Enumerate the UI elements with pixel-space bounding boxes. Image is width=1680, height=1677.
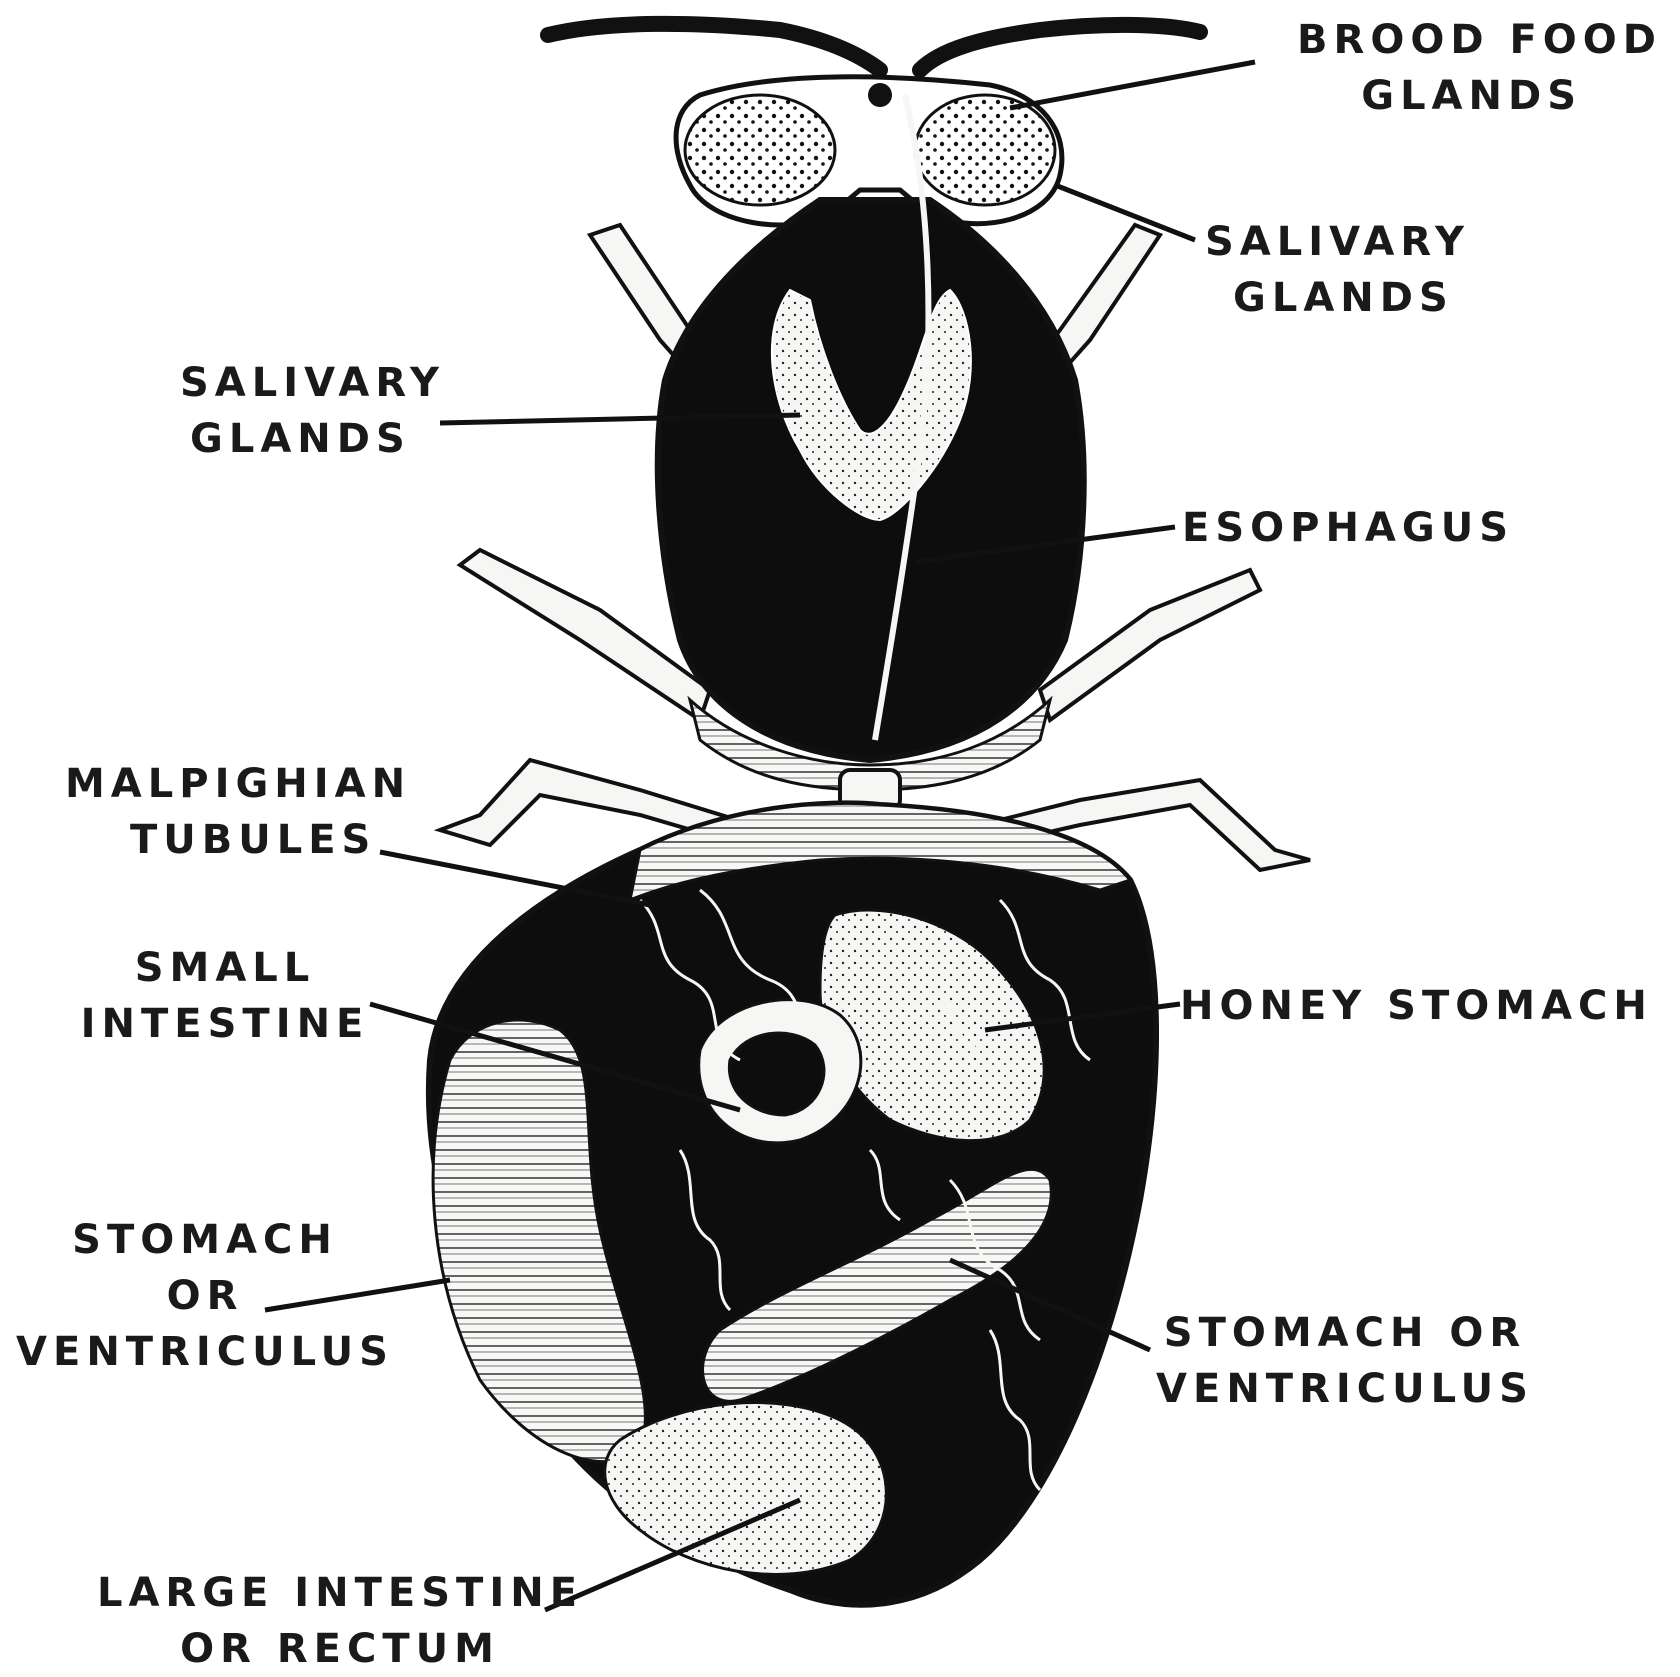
label-esophagus: ESOPHAGUS	[1182, 500, 1514, 556]
label-brood-food-glands: BROOD FOOD GLANDS	[1262, 12, 1662, 124]
rectum	[605, 1403, 887, 1575]
label-stomach-left: STOMACH OR VENTRICULUS	[15, 1212, 395, 1380]
brood-food-gland-left	[685, 95, 835, 205]
right-antenna	[920, 25, 1200, 70]
label-honey-stomach: HONEY STOMACH	[1180, 978, 1653, 1034]
leader-brood-food-glands	[1010, 62, 1255, 108]
label-salivary-glands-thorax: SALIVARY GLANDS	[180, 355, 445, 467]
label-large-intestine: LARGE INTESTINE OR RECTUM	[95, 1565, 585, 1677]
antennae	[548, 24, 1200, 70]
brain-node	[868, 83, 892, 107]
label-stomach-right: STOMACH OR VENTRICULUS	[1150, 1305, 1540, 1417]
left-antenna	[548, 24, 880, 70]
brood-food-gland-right	[915, 95, 1055, 205]
leader-salivary-glands-head	[1055, 185, 1195, 240]
label-malpighian-tubules: MALPIGHIAN TUBULES	[65, 756, 411, 868]
abdomen	[429, 803, 1156, 1604]
label-small-intestine: SMALL INTESTINE	[80, 940, 370, 1052]
label-salivary-glands-head: SALIVARY GLANDS	[1205, 214, 1470, 326]
